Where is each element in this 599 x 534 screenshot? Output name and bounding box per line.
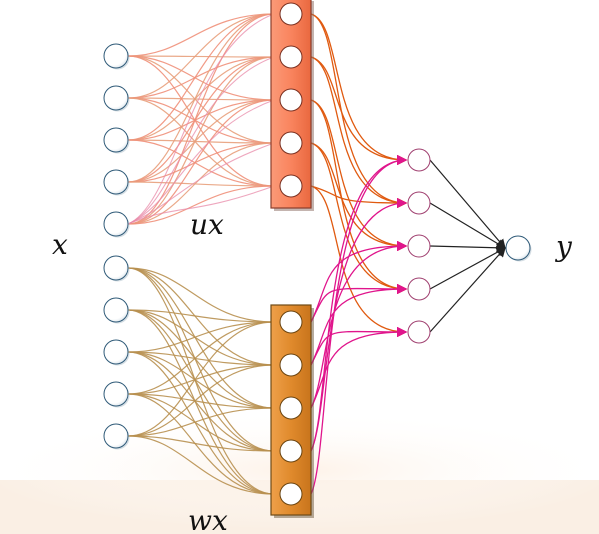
edge-input-to-ux	[127, 142, 275, 183]
ux-hidden-node	[279, 131, 303, 155]
edge-output-to-y	[429, 242, 507, 253]
wx-hidden-node	[279, 353, 303, 377]
wx-hidden-node	[279, 396, 303, 420]
label-y: y	[554, 230, 573, 263]
edge-wx-to-output	[310, 154, 408, 452]
output-layer-node	[407, 320, 431, 344]
output-layer-node	[407, 277, 431, 301]
edge-ux-to-output	[310, 142, 408, 295]
edge-input-to-wx	[127, 267, 275, 323]
input-node	[103, 211, 129, 237]
edges-layer	[127, 13, 507, 495]
edge-input-to-ux	[127, 99, 275, 225]
input-node	[103, 381, 129, 407]
wx-hidden-node	[279, 482, 303, 506]
edge-input-to-ux	[127, 56, 275, 225]
edge-ux-to-output	[310, 99, 408, 295]
output-layer-node	[407, 234, 431, 258]
labels-layer: x ux wx y	[52, 208, 573, 534]
edge-input-to-ux-alt	[127, 142, 275, 225]
edge-input-to-ux	[127, 13, 275, 183]
edge-wx-to-output	[310, 240, 408, 323]
wx-hidden-node	[279, 310, 303, 334]
edge-input-to-ux-alt	[127, 56, 275, 225]
input-node	[103, 339, 129, 365]
input-node	[103, 255, 129, 281]
ux-hidden-node	[279, 174, 303, 198]
edge-ux-to-output	[310, 99, 408, 252]
nodes-layer	[103, 2, 532, 506]
edge-wx-to-output	[310, 283, 408, 366]
input-node	[103, 169, 129, 195]
edge-input-to-wx	[127, 321, 275, 437]
edge-wx-to-output	[310, 326, 408, 409]
edge-input-to-ux	[127, 13, 275, 99]
edge-input-to-wx	[127, 435, 275, 452]
edge-input-to-ux	[127, 13, 275, 57]
edge-input-to-ux	[127, 185, 275, 225]
input-node	[103, 85, 129, 111]
edge-ux-to-output	[310, 185, 408, 338]
edge-input-to-ux	[127, 142, 275, 225]
edge-ux-to-output	[310, 56, 408, 166]
edge-input-to-wx	[127, 321, 275, 395]
edge-input-to-wx	[127, 364, 275, 437]
label-x: x	[52, 228, 68, 261]
edge-input-to-ux	[127, 13, 275, 141]
edge-input-to-ux	[127, 56, 275, 183]
edge-input-to-ux	[127, 55, 275, 58]
edge-input-to-wx	[127, 309, 275, 323]
ux-hidden-node	[279, 88, 303, 112]
edge-ux-to-output	[310, 13, 408, 166]
ux-hidden-node	[279, 45, 303, 69]
output-layer-node	[407, 148, 431, 172]
ux-hidden-node	[279, 2, 303, 26]
input-node	[103, 127, 129, 153]
edge-input-to-wx	[127, 267, 275, 495]
wx-hidden-node	[279, 439, 303, 463]
edge-input-to-wx	[127, 407, 275, 437]
input-node	[103, 297, 129, 323]
edge-input-to-ux	[127, 13, 275, 225]
edge-output-to-y	[429, 247, 507, 290]
label-wx: wx	[188, 504, 228, 534]
output-layer-node	[407, 191, 431, 215]
edge-input-to-wx	[127, 267, 275, 409]
edge-output-to-y	[429, 159, 506, 249]
edge-input-to-ux-alt	[127, 99, 275, 225]
edge-ux-to-output	[310, 185, 408, 209]
label-ux: ux	[190, 208, 224, 241]
edge-input-to-ux-alt	[127, 13, 275, 225]
edge-output-to-y	[429, 202, 507, 249]
edge-input-to-ux-alt	[127, 185, 275, 225]
edge-output-to-y	[429, 247, 506, 333]
edge-input-to-wx	[127, 435, 275, 495]
edge-ux-to-output	[310, 13, 408, 209]
edge-input-to-wx	[127, 321, 275, 353]
edge-ux-to-output	[310, 56, 408, 209]
y-output-node	[505, 235, 531, 261]
input-node	[103, 423, 129, 449]
input-node	[103, 43, 129, 69]
